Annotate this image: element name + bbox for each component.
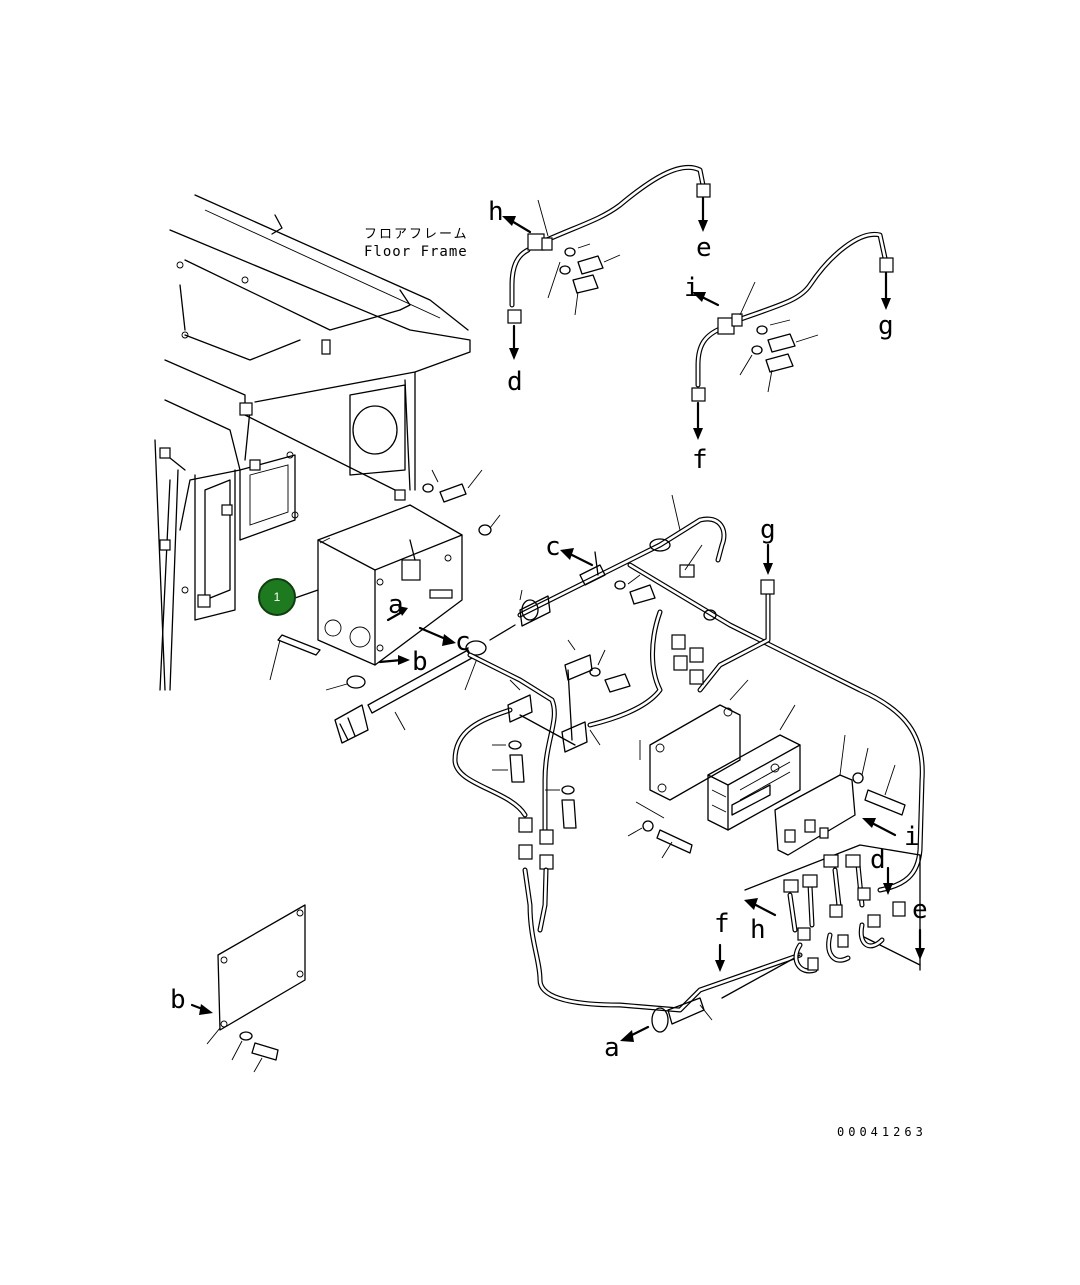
callout-1-number: 1 — [274, 590, 281, 604]
ref-d-top: d — [507, 367, 523, 397]
ref-a-bottom: a — [604, 1033, 620, 1063]
gasket — [269, 634, 321, 681]
reference-arrows — [190, 196, 925, 1042]
ref-h-top: h — [488, 197, 504, 227]
connector-bank — [721, 844, 921, 999]
main-harness — [452, 494, 925, 1033]
ref-g-mid: g — [760, 515, 776, 545]
grommet — [325, 675, 366, 691]
drawing-number: 00041263 — [837, 1125, 927, 1139]
ref-b-cover: b — [170, 985, 186, 1015]
floor-frame — [154, 194, 471, 691]
ref-h-mid: h — [750, 915, 766, 945]
cover-plate — [206, 904, 306, 1073]
ref-g-top: g — [878, 311, 894, 341]
top-right-cable-i-g-f — [691, 231, 894, 402]
callout-leader — [294, 589, 319, 599]
ref-b-box: b — [412, 647, 428, 677]
ref-f-mid: f — [714, 909, 730, 939]
ref-f-top: f — [692, 445, 708, 475]
ref-c-box: c — [455, 627, 471, 657]
control-box — [317, 504, 463, 666]
ref-a-box: a — [388, 590, 404, 620]
controller-assembly — [627, 679, 906, 859]
top-cable-h-e-d — [507, 164, 711, 324]
ref-e-top: e — [696, 233, 712, 263]
ref-i-top: i — [684, 273, 700, 303]
ref-d-mid: d — [870, 845, 886, 875]
ref-e-mid: e — [912, 895, 928, 925]
ref-c-wire: c — [545, 532, 561, 562]
floor-frame-japanese: フロアフレーム — [364, 227, 469, 242]
ref-i-mid: i — [904, 822, 920, 852]
floor-frame-english: Floor Frame — [364, 244, 468, 260]
box-fasteners — [422, 469, 501, 536]
callout-1[interactable]: 1 — [258, 578, 296, 616]
